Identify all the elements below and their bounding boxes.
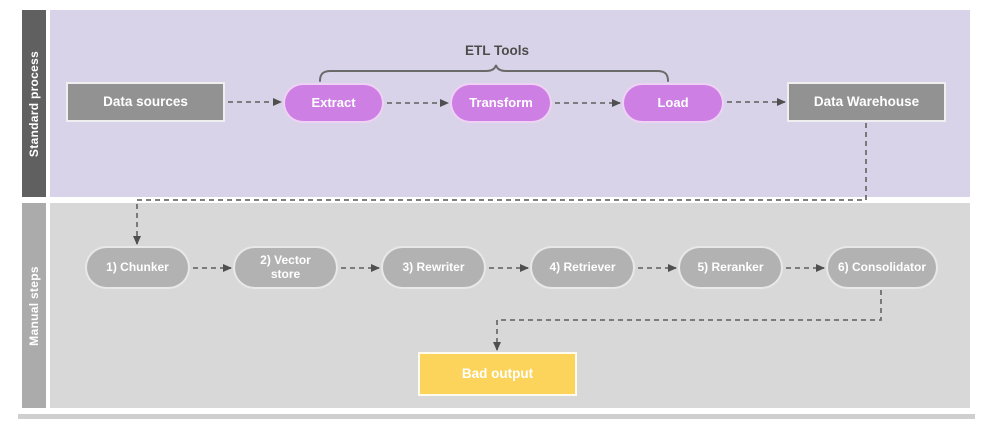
node-rewriter: 3) Rewriter bbox=[381, 246, 486, 289]
node-chunker: 1) Chunker bbox=[85, 246, 190, 289]
node-reranker-label: 5) Reranker bbox=[697, 259, 764, 274]
node-load: Load bbox=[622, 83, 724, 123]
node-transform-label: Transform bbox=[469, 94, 533, 110]
node-data-warehouse-label: Data Warehouse bbox=[813, 94, 920, 110]
node-data-sources-label: Data sources bbox=[103, 94, 188, 110]
node-bad-output: Bad output bbox=[418, 352, 577, 396]
node-reranker: 5) Reranker bbox=[678, 246, 783, 289]
node-consolidator: 6) Consolidator bbox=[826, 246, 938, 289]
node-rewriter-label: 3) Rewriter bbox=[402, 259, 465, 274]
pool-bottom-edge bbox=[18, 414, 975, 419]
node-retriever: 4) Retriever bbox=[530, 246, 635, 289]
node-extract-label: Extract bbox=[311, 94, 356, 110]
node-data-sources: Data sources bbox=[66, 82, 225, 122]
node-vector-store-label: 2) Vector store bbox=[260, 252, 311, 281]
lane-header-standard-process: Standard process bbox=[22, 10, 46, 197]
node-retriever-label: 4) Retriever bbox=[549, 259, 616, 274]
lane-header-manual-steps: Manual steps bbox=[22, 203, 46, 408]
node-transform: Transform bbox=[450, 83, 552, 123]
node-vector-store: 2) Vector store bbox=[233, 246, 338, 289]
etl-tools-group-label: ETL Tools bbox=[465, 43, 529, 58]
lane-label-standard-process: Standard process bbox=[27, 50, 42, 157]
node-load-label: Load bbox=[657, 94, 689, 110]
node-bad-output-label: Bad output bbox=[461, 366, 534, 382]
lane-label-manual-steps: Manual steps bbox=[27, 265, 41, 346]
node-extract: Extract bbox=[283, 83, 384, 123]
node-chunker-label: 1) Chunker bbox=[106, 259, 169, 274]
node-consolidator-label: 6) Consolidator bbox=[838, 259, 927, 274]
node-data-warehouse: Data Warehouse bbox=[787, 82, 946, 122]
